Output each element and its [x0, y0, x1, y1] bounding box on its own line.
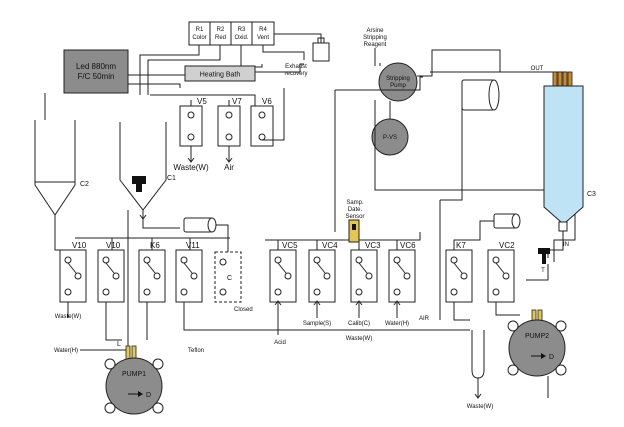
closed-c-mark: C: [227, 275, 232, 282]
arsine-line2: Stripping: [363, 35, 387, 41]
sensor-line3: Sensor: [345, 214, 364, 220]
reagent-r1-name: Color: [192, 35, 206, 41]
pvs-pump: P-VS: [371, 118, 409, 156]
reagent-box-r2: R2 Red: [209, 21, 232, 46]
valve-v5-label: V5: [197, 97, 207, 106]
valve-v10-a: V10: [59, 241, 87, 303]
valve-v7-label: V7: [232, 97, 242, 106]
air-mid-label: AIR: [419, 316, 430, 322]
closed-label: Closed: [234, 307, 253, 313]
valve-k7: K7: [445, 241, 473, 303]
coil-k7: [493, 213, 521, 229]
c1-label: C1: [167, 175, 176, 182]
valve-k7-label: K7: [456, 241, 466, 250]
reagent-r4-name: Vent: [257, 35, 269, 41]
coil-v11: [183, 217, 217, 233]
valve-closed: C: [214, 251, 242, 303]
c2-label: C2: [80, 181, 89, 188]
arsine-line3: Reagent: [364, 42, 387, 48]
l-label: L: [117, 341, 121, 348]
exhaust-line1: Exhaust: [285, 64, 307, 70]
pump1-direction: D: [146, 392, 151, 399]
pump2-direction: D: [549, 354, 554, 361]
reagent-r4-id: R4: [259, 27, 267, 33]
t-junction: [538, 248, 550, 264]
in-label: IN: [563, 242, 569, 248]
valve-k6: K6: [138, 241, 166, 303]
acid-label: Acid: [274, 340, 286, 346]
valve-v5: V5: [179, 97, 207, 147]
air-top-label: Air: [224, 163, 234, 172]
stripping-pump: Stripping Pump: [378, 62, 418, 102]
sensor-line2: Date.: [348, 207, 363, 213]
pump1: [104, 345, 164, 415]
reagent-box-r4: R4 Vent: [251, 21, 275, 46]
out-label: OUT: [531, 66, 544, 72]
valve-v11: V11: [175, 241, 203, 303]
valve-v11-label: V11: [186, 241, 200, 250]
vessel-c1: [119, 122, 167, 211]
calib-label: Calib(C): [348, 321, 370, 327]
valve-vc4: VC4: [308, 241, 338, 303]
c3-label: C3: [587, 191, 596, 198]
valve-v10-b: V10: [97, 241, 125, 303]
valve-v10b-label: V10: [106, 241, 121, 250]
valve-vc2-label: VC2: [499, 241, 515, 250]
vessel-c2: [34, 120, 76, 216]
valve-vc6: VC6: [388, 241, 416, 303]
valve-vc5-label: VC5: [282, 241, 298, 250]
exhaust-line2: recovery: [284, 71, 307, 77]
valve-vc6-label: VC6: [400, 241, 416, 250]
reagent-box-r1: R1 Color: [188, 21, 211, 46]
reagent-r2-name: Red: [215, 35, 226, 41]
valve-vc5: VC5: [269, 241, 298, 303]
sample-sensor: [348, 219, 360, 243]
valve-v7: V7: [217, 97, 242, 147]
waste-mid-label: Waste(W): [346, 336, 372, 342]
reagent-box-r3: R3 Oxid.: [230, 21, 253, 46]
led-line2: F/C 50min: [78, 72, 115, 81]
valve-v6-label: V6: [262, 97, 272, 106]
sensor-line1: Samp.: [346, 200, 364, 206]
led-detector-box: Led 880nm F/C 50min: [63, 49, 129, 94]
led-line1: Led 880nm: [76, 62, 116, 71]
pvs-label: P-VS: [383, 135, 397, 141]
teflon-label: Teflon: [188, 348, 204, 354]
valve-k6-label: K6: [150, 241, 160, 250]
pump2: [507, 309, 567, 377]
pump2-label: PUMP2: [525, 333, 549, 340]
reagent-r3-name: Oxid.: [234, 35, 248, 41]
reagent-r1-id: R1: [196, 27, 204, 33]
valve-vc4-label: VC4: [322, 241, 338, 250]
waste-bottom-label: Waste(W): [467, 404, 493, 410]
waste-left-label: Waste(W): [55, 314, 81, 320]
water-left-label: Water(H): [54, 348, 78, 354]
valve-vc2: VC2: [487, 241, 515, 303]
water-mid-label: Water(H): [385, 321, 409, 327]
column-c3: [543, 71, 584, 232]
waste-top-label: Waste(W): [173, 163, 209, 172]
stripping-pump-line2: Pump: [390, 83, 406, 89]
valve-v6: V6: [250, 97, 274, 147]
heating-bath: Heating Bath: [184, 65, 256, 82]
stripping-pump-line1: Stripping: [386, 76, 410, 82]
t-label: T: [541, 268, 545, 274]
waste-u-tube: [471, 330, 485, 399]
sample-label: Sample(S): [303, 321, 331, 327]
reagent-r2-id: R2: [217, 27, 225, 33]
pump1-label: PUMP1: [122, 371, 146, 378]
arsine-line1: Arsine: [366, 28, 384, 34]
heating-bath-label: Heating Bath: [200, 72, 241, 79]
valve-vc3: VC3: [350, 241, 381, 303]
valve-v10a-label: V10: [72, 241, 87, 250]
reagent-r3-id: R3: [238, 27, 246, 33]
valve-vc3-label: VC3: [365, 241, 381, 250]
coil-reservoir: [461, 79, 500, 111]
